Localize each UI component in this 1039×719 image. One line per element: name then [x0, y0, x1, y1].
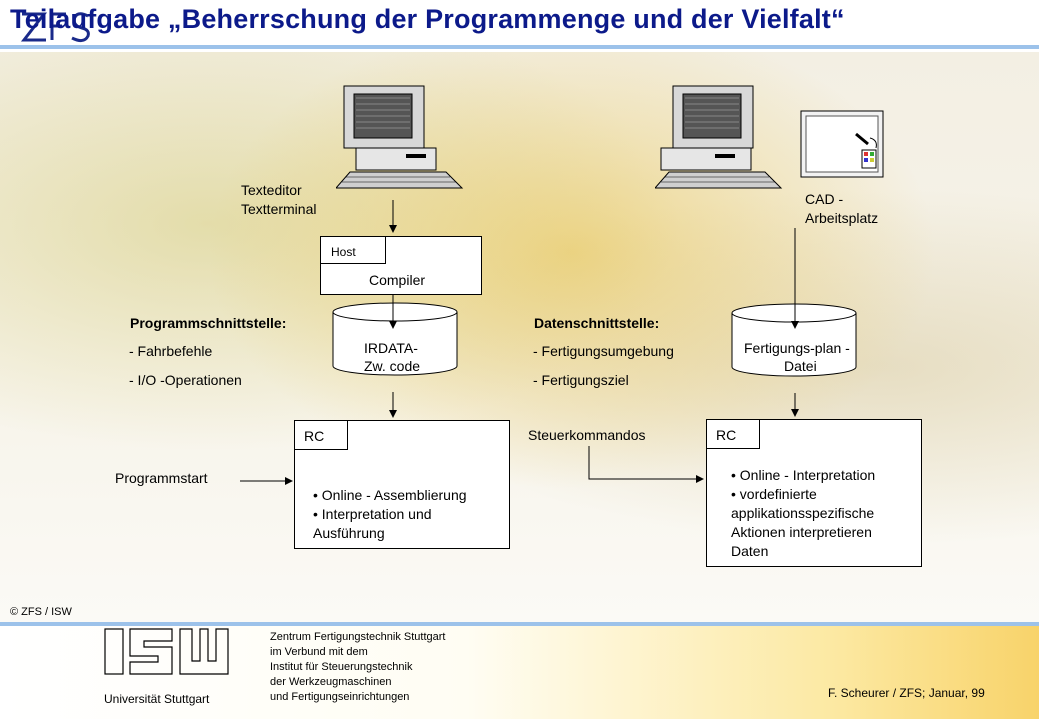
program-interface-item: - I/O -Operationen — [129, 372, 242, 388]
rc-right-bullet: applikationsspezifische — [731, 505, 875, 521]
rc-left-bullet: • Interpretation und — [313, 506, 432, 522]
institute-line: Zentrum Fertigungstechnik Stuttgart — [270, 631, 446, 643]
rc-right-tag: RC — [716, 427, 737, 443]
title-rule — [0, 45, 1039, 49]
institute-block: Zentrum Fertigungstechnik Stuttgart im V… — [270, 630, 445, 705]
host-tag: Host — [331, 245, 356, 259]
institute-line: und Fertigungseinrichtungen — [270, 691, 410, 703]
rc-right-bullets: • Online - Interpretation • vordefiniert… — [731, 466, 875, 561]
rc-right-bullet: • vordefinierte — [731, 486, 817, 502]
irdata-label-line2: Zw. code — [364, 358, 421, 374]
control-commands-label: Steuerkommandos — [528, 427, 646, 443]
terminal-label-line2: Textterminal — [241, 201, 317, 217]
footer-rule — [0, 622, 1039, 626]
cad-tablet-icon — [800, 110, 884, 178]
institute-line: im Verbund mit dem — [270, 646, 368, 658]
author-date: F. Scheurer / ZFS; Januar, 99 — [828, 686, 985, 700]
plan-file-label-line2: Datei — [784, 358, 817, 374]
rc-left-bullet: • Online - Assemblierung — [313, 487, 467, 503]
rc-right-box: RC • Online - Interpretation • vordefini… — [706, 419, 922, 567]
irdata-label-line1: IRDATA- — [364, 340, 418, 356]
rc-left-bullet: Ausführung — [313, 525, 385, 541]
footer — [0, 622, 1039, 719]
institute-line: Institut für Steuerungstechnik — [270, 661, 413, 673]
program-interface-item: - Fahrbefehle — [129, 343, 213, 359]
cad-label-line2: Arbeitsplatz — [805, 210, 879, 226]
rc-right-bullet: Aktionen interpretieren — [731, 524, 872, 540]
rc-right-bullet: • Online - Interpretation — [731, 467, 876, 483]
compiler-label: Compiler — [369, 272, 426, 288]
rc-left-box: RC • Online - Assemblierung • Interpreta… — [294, 420, 510, 549]
terminal-label-line1: Texteditor — [241, 182, 302, 198]
host-box: Host Compiler — [320, 236, 482, 295]
computer-terminal-icon — [336, 85, 464, 189]
isw-logo — [104, 628, 229, 675]
data-interface-heading: Datenschnittstelle: — [534, 315, 660, 331]
rc-left-tag: RC — [304, 428, 325, 444]
cad-label-line1: CAD - — [805, 191, 844, 207]
institute-line: der Werkzeugmaschinen — [270, 676, 392, 688]
data-interface-item: - Fertigungsumgebung — [533, 343, 674, 359]
plan-file-label-line1: Fertigungs-plan - — [744, 340, 850, 356]
zfs-logo — [20, 12, 90, 43]
computer-cad-icon — [655, 85, 783, 189]
program-start-label: Programmstart — [115, 470, 208, 486]
rc-left-bullets: • Online - Assemblierung • Interpretatio… — [313, 486, 467, 543]
program-interface-heading: Programmschnittstelle: — [130, 315, 287, 331]
page-title: Teilaufgabe „Beherrschung der Programmen… — [10, 4, 845, 34]
data-interface-item: - Fertigungsziel — [533, 372, 629, 388]
copyright: © ZFS / ISW — [10, 606, 72, 618]
university-name: Universität Stuttgart — [104, 692, 210, 706]
rc-right-bullet: Daten — [731, 543, 769, 559]
